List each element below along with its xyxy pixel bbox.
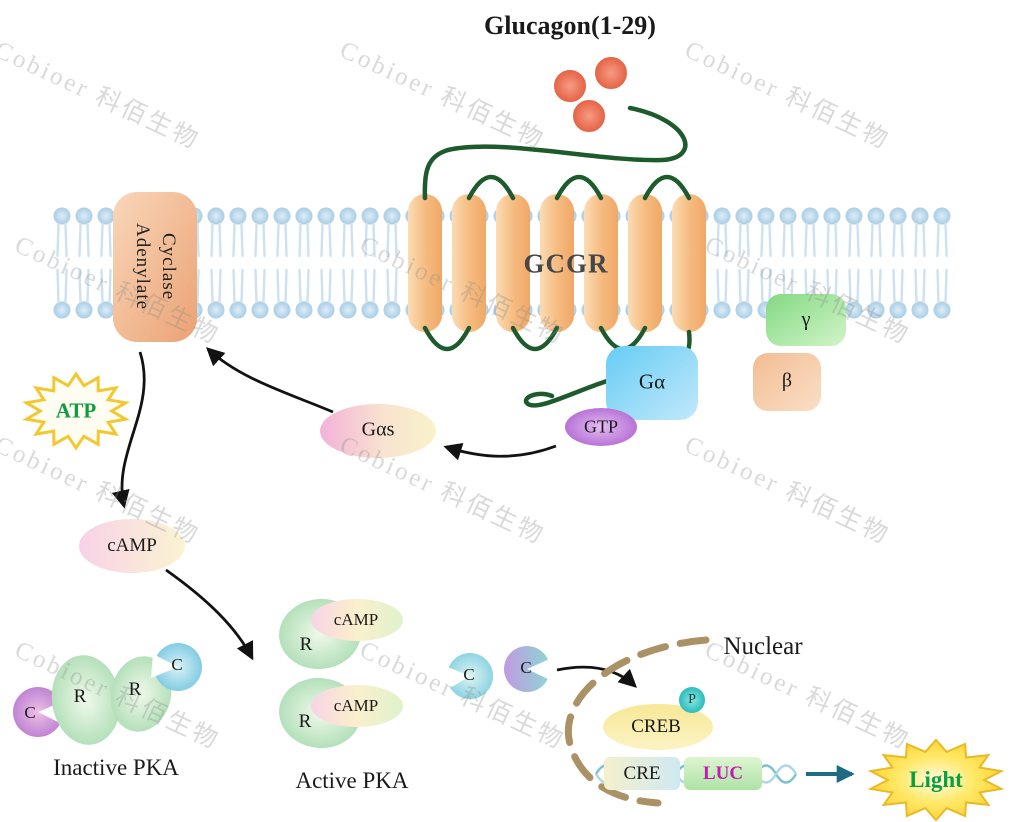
dna-strand	[594, 757, 798, 790]
pka-c-notch	[151, 654, 178, 678]
nuclear-membrane-arc	[564, 636, 710, 807]
gcgr-helices	[408, 194, 706, 332]
light-starburst	[867, 738, 1005, 822]
cre-box	[604, 757, 680, 790]
receptor-loop	[554, 175, 604, 201]
luc-box	[684, 757, 762, 790]
glucagon-ligand	[552, 55, 629, 134]
phospho-circle	[679, 687, 705, 713]
camp-ellipse	[79, 519, 185, 573]
receptor-loop	[422, 325, 472, 351]
atp-starburst	[21, 371, 131, 451]
pka-r-subunit-shape	[51, 655, 121, 745]
inactive-pka-complex	[13, 643, 202, 745]
receptor-loop	[510, 325, 560, 351]
pka-c-notch	[527, 658, 554, 682]
receptor-loop	[642, 175, 692, 201]
glucagon-ligand-circle	[571, 98, 607, 134]
beta-subunit-box	[753, 353, 821, 411]
released-c-subunits	[445, 646, 554, 699]
gcgr-helix	[628, 194, 662, 332]
gcgr-helix	[672, 194, 706, 332]
pka-c-notch	[445, 666, 470, 690]
glucagon-ligand-circle	[552, 68, 588, 104]
signal-arrow-gtp-to-gas	[443, 442, 557, 461]
signal-arrow-gas-to-ac	[206, 347, 334, 414]
creb-ellipse	[603, 704, 713, 750]
camp-bound-pill	[311, 599, 403, 641]
g-alpha-s-ellipse	[320, 404, 436, 458]
receptor-loop	[598, 325, 648, 351]
receptor-loop	[466, 175, 516, 201]
camp-bound-pill	[311, 685, 403, 727]
gcgr-helix	[408, 194, 442, 332]
signal-arrow-camp-to-pka	[165, 568, 254, 661]
adenylate-cyclase-shape	[113, 192, 197, 342]
gcgr-helix	[452, 194, 486, 332]
gcgr-helix	[584, 194, 618, 332]
active-pka-complex	[279, 598, 403, 749]
gcgr-helix	[540, 194, 574, 332]
glucagon-ligand-circle	[593, 55, 629, 91]
gcgr-helix	[496, 194, 530, 332]
gamma-subunit-box	[766, 294, 846, 346]
gtp-ellipse	[565, 408, 637, 446]
receptor-n-terminus	[422, 105, 688, 201]
g-alpha-box	[606, 346, 698, 420]
signal-arrow-ac-to-camp	[111, 351, 146, 509]
